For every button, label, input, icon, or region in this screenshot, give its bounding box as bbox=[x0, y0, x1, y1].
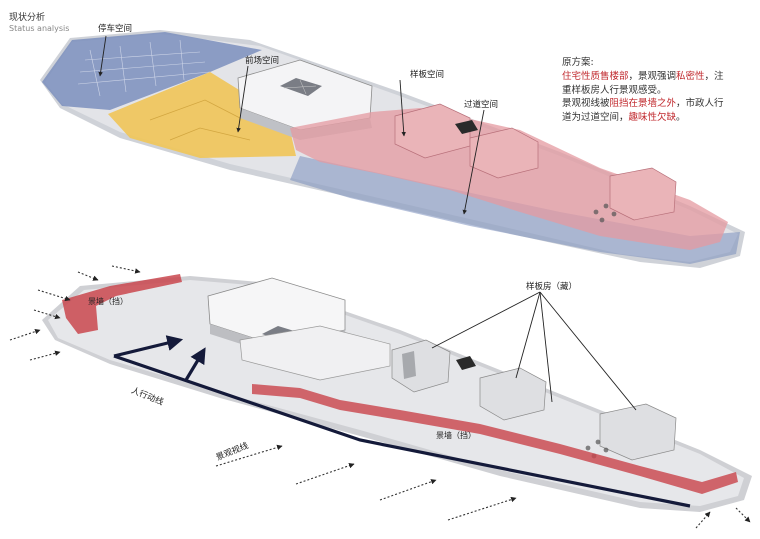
notes-line-1: 住宅性质售楼部，景观强调私密性，注 bbox=[562, 70, 724, 82]
landscape-wall-left bbox=[62, 274, 182, 334]
label-model: 样板空间 bbox=[410, 70, 445, 80]
notes-line-2: 重样板房人行景观感受。 bbox=[562, 84, 667, 96]
notes-line-4: 道为过道空间，趣味性欠缺。 bbox=[562, 112, 686, 124]
top-site-plan bbox=[40, 30, 745, 268]
notes-line-3: 景观视线被阻挡在景墙之外，市政人行 bbox=[562, 98, 724, 110]
label-model-house: 样板房（藏） bbox=[526, 282, 578, 292]
label-front: 前场空间 bbox=[245, 56, 280, 66]
parking-zone bbox=[42, 32, 262, 110]
pedestrian-route bbox=[113, 354, 691, 508]
label-wall-2: 景墙（挡） bbox=[436, 431, 476, 440]
title-en: Status analysis bbox=[9, 24, 70, 33]
scheme-notes: 原方案: 住宅性质售楼部，景观强调私密性，注 重样板房人行景观感受。 景观视线被… bbox=[562, 56, 724, 125]
title-cn: 现状分析 bbox=[9, 13, 46, 23]
bottom-site-plan bbox=[9, 265, 752, 529]
label-wall-1: 景墙（挡） bbox=[88, 297, 128, 306]
front-zone bbox=[108, 72, 296, 158]
label-parking: 停车空间 bbox=[98, 24, 133, 34]
landscape-wall-long bbox=[252, 384, 738, 494]
notes-heading: 原方案: bbox=[562, 57, 594, 68]
label-passage: 过道空间 bbox=[464, 100, 499, 110]
